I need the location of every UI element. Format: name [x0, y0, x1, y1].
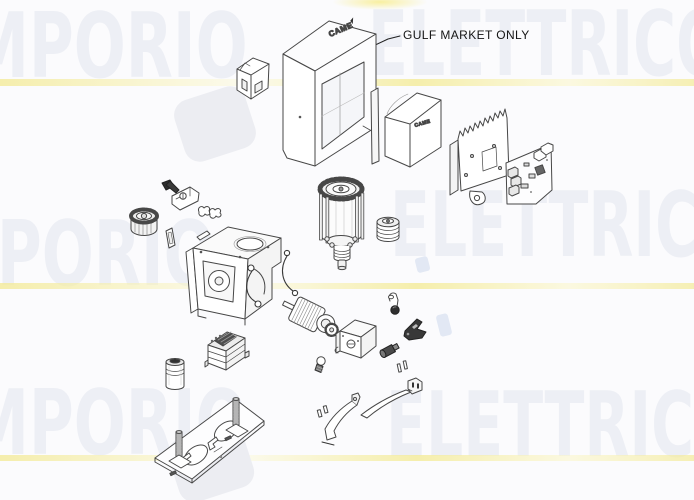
release-door-cover [236, 57, 270, 100]
release-cam-lever [316, 392, 361, 446]
pinion-gear [129, 207, 159, 236]
anchor-bolt-left [168, 430, 192, 477]
watermark-glow [332, 0, 428, 10]
motor-stator [317, 176, 365, 271]
mounting-bracket [360, 377, 423, 419]
heatsink-plate [449, 108, 510, 206]
grub-screw [379, 343, 400, 358]
anchor-bolt-right [224, 397, 249, 442]
front-cover: CAME [370, 87, 442, 168]
lamp-bulb [314, 356, 326, 373]
main-cover: CAME [282, 17, 377, 167]
cotter-pins [396, 360, 408, 373]
limit-switch-housing [334, 319, 377, 359]
release-lock-lever [161, 179, 200, 211]
watermark-text: ELETTRICO [368, 0, 694, 97]
wiring-harness [246, 249, 299, 308]
transformer [204, 331, 250, 371]
capacitor [165, 358, 185, 390]
bearing-cap [376, 216, 400, 242]
gulf-market-label: GULF MARKET ONLY [403, 28, 530, 42]
came-logo-side: CAME [414, 119, 432, 129]
came-bolt-icon [350, 17, 354, 25]
spring-clips [198, 206, 222, 219]
base-plate [154, 398, 265, 484]
watermark-line [0, 283, 694, 289]
control-board [505, 142, 554, 205]
watermark-line [0, 455, 694, 461]
watermark-text: MPORIO [0, 0, 248, 99]
limit-cam [403, 318, 427, 341]
rotor-armature [282, 296, 339, 338]
limit-lever [388, 292, 400, 315]
gearbox-housing [185, 226, 282, 326]
mounting-pin [165, 227, 176, 249]
